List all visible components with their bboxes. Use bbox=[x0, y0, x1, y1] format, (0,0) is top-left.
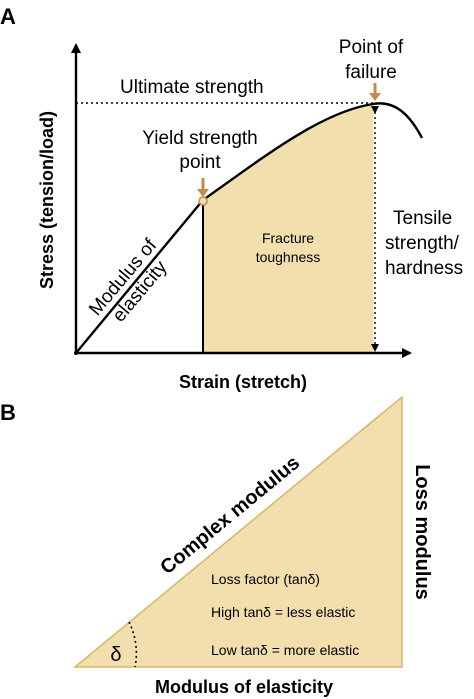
yield-arrow-icon bbox=[197, 178, 209, 197]
yield-point-dot bbox=[198, 196, 208, 206]
yield-strength-label-1: Yield strength bbox=[142, 128, 257, 149]
stress-strain-curve bbox=[75, 102, 424, 354]
modulus-of-elasticity-base-label: Modulus of elasticity bbox=[155, 677, 333, 697]
x-axis-label: Strain (stretch) bbox=[179, 372, 307, 392]
loss-modulus-label: Loss modulus bbox=[411, 464, 433, 600]
tensile-strength-label-1: Tensile bbox=[393, 208, 452, 229]
loss-factor-label: Loss factor (tanδ) bbox=[211, 571, 320, 587]
ultimate-strength-label: Ultimate strength bbox=[120, 77, 264, 98]
fracture-toughness-label-2: toughness bbox=[256, 249, 321, 265]
tensile-strength-label-3: hardness bbox=[385, 258, 463, 279]
failure-arrow-icon bbox=[369, 83, 381, 101]
low-tan-label: Low tanδ = more elastic bbox=[211, 642, 359, 658]
yield-strength-label-2: point bbox=[179, 152, 221, 173]
panel-a-letter: A bbox=[0, 4, 16, 29]
high-tan-label: High tanδ = less elastic bbox=[211, 604, 355, 620]
delta-symbol: δ bbox=[110, 644, 121, 666]
fracture-toughness-region bbox=[203, 104, 373, 353]
tensile-strength-label-2: strength/ bbox=[385, 233, 460, 254]
modulus-triangle bbox=[72, 395, 403, 668]
point-of-failure-label-1: Point of bbox=[339, 37, 404, 58]
point-of-failure-label-2: failure bbox=[345, 62, 397, 83]
y-axis-label: Stress (tension/load) bbox=[37, 111, 57, 289]
fracture-toughness-label-1: Fracture bbox=[262, 230, 314, 246]
panel-b-letter: B bbox=[0, 400, 16, 425]
